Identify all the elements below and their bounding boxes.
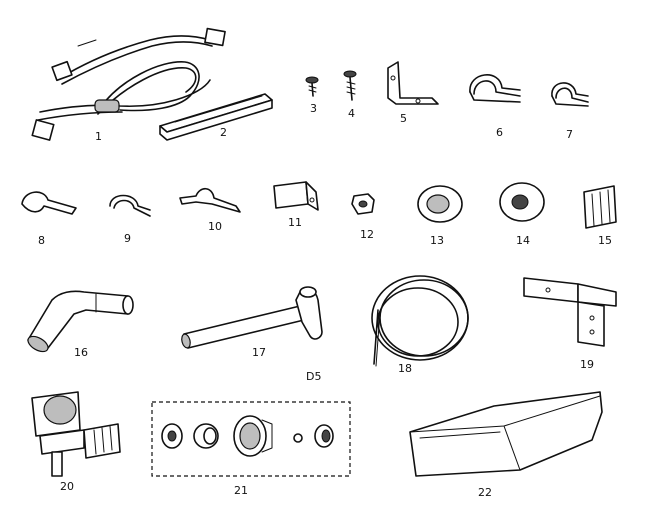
part-18-label: 18	[398, 362, 412, 375]
part-17-label: 17	[252, 346, 266, 359]
part-1-label: 1	[95, 130, 102, 143]
part-17-long-tube	[181, 286, 323, 349]
part-7-label: 7	[566, 128, 573, 141]
part-15-label: 15	[598, 234, 612, 247]
part-11-label: 11	[288, 216, 302, 229]
part-20-water-valve	[31, 391, 121, 477]
part-9-label: 9	[124, 232, 131, 245]
part-12-hex-nut	[351, 193, 375, 215]
part-21-fitting-kit	[151, 401, 351, 477]
part-22-ice-tray	[409, 391, 603, 477]
part-10-spring-clip	[179, 187, 241, 213]
part-21-label: 21	[234, 484, 248, 497]
part-13-grommet	[417, 185, 463, 223]
diagram-code: D5	[306, 370, 321, 383]
part-18-coiled-tubing	[371, 275, 469, 367]
part-15-clip-block	[583, 185, 617, 229]
part-13-label: 13	[430, 234, 444, 247]
part-9-clip	[109, 194, 151, 217]
part-20-label: 20	[60, 480, 74, 493]
part-4-long-screw	[343, 70, 357, 101]
part-22-label: 22	[478, 486, 492, 499]
part-16-elbow-tube	[27, 290, 134, 353]
part-16-label: 16	[74, 346, 88, 359]
part-2-channel-strip	[159, 93, 273, 141]
part-8-clip	[21, 191, 77, 215]
part-19-label: 19	[580, 358, 594, 371]
part-11-bracket-plate	[273, 181, 319, 211]
part-14-label: 14	[516, 234, 530, 247]
part-6-clamp	[469, 74, 521, 103]
part-8-label: 8	[38, 234, 45, 247]
part-4-label: 4	[348, 107, 355, 120]
part-3-label: 3	[310, 102, 317, 115]
part-12-label: 12	[360, 228, 374, 241]
part-19-mounting-bracket	[523, 277, 617, 347]
part-3-screw	[305, 76, 319, 97]
part-6-label: 6	[496, 126, 503, 139]
part-14-grommet	[499, 182, 545, 222]
part-5-label: 5	[400, 112, 407, 125]
part-2-label: 2	[220, 126, 227, 139]
part-7-small-clamp	[551, 82, 589, 107]
part-1-wire-harness	[31, 27, 226, 141]
part-5-l-bracket	[387, 61, 439, 105]
part-10-label: 10	[208, 220, 222, 233]
